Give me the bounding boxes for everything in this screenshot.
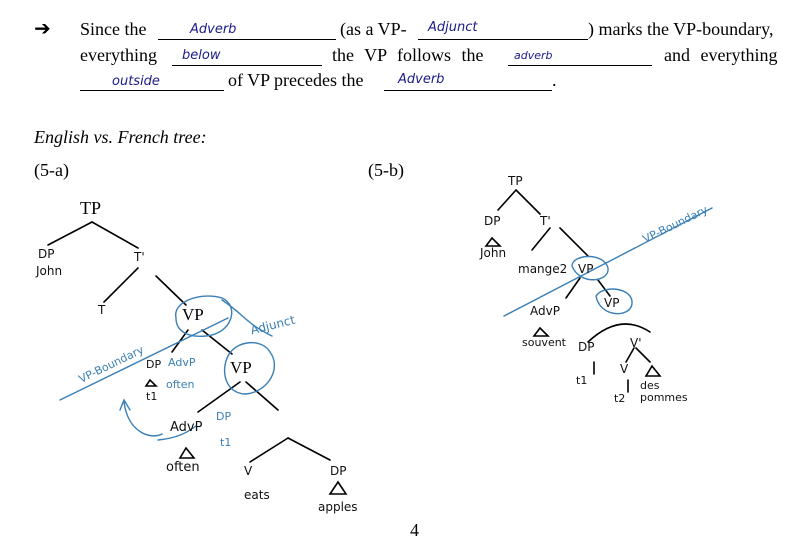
tree-b-dp: DP [484,214,501,228]
tree-a-eats: eats [244,488,270,502]
tree-b-v: V [620,362,629,376]
tree-a-john: John [36,264,63,278]
tree-b-mange: mange2 [518,262,568,276]
tree-a-advp: AdvP [170,420,203,435]
tree-a-dp: DP [38,247,55,261]
tree-a-dp-copy: DP [216,410,232,423]
tree-a-vp2: VP [230,358,252,377]
tree-a-often: often [166,460,200,475]
tree-a-tbar: T' [134,250,145,264]
tree-a-dp-trace: DP [146,358,162,371]
tree-b-vbar: V' [630,336,642,350]
tree-b-tbar: T' [540,214,551,228]
blank-6-handwriting: Adverb [398,72,445,87]
tree-a-often-moved: often [166,378,195,391]
tree-b-advp: AdvP [530,304,560,318]
blank-5-handwriting: outside [112,74,160,89]
tree-a-tp: TP [80,198,102,218]
tree-a-v: V [244,464,253,478]
blank-3-handwriting: below [182,48,221,63]
arrow-bullet-icon: ➔ [34,18,51,40]
tree-b-tp: TP [508,174,523,188]
line2-text-a: everything [80,45,157,65]
tree-b-john: John [480,246,507,260]
blank-2 [418,19,588,40]
blank-4 [508,45,652,66]
tree-a-apples: apples [318,500,358,514]
blank-1-handwriting: Adverb [190,22,237,37]
tree-a-vp1: VP [182,305,204,324]
line1-text-c: ) marks the VP-boundary, [588,19,774,39]
tree-b-trace1: t1 [576,374,588,387]
blank-1 [158,19,336,40]
blank-6 [384,70,552,91]
tree-b-trace2: t2 [614,392,626,405]
line3-text-b: . [552,70,557,90]
line2-text-c: and everything [664,45,778,65]
tree-b-vp2: VP [604,296,620,310]
blank-4-handwriting: adverb [514,49,553,62]
line1-text-b: (as a VP- [340,19,407,39]
tree-b-label: (5-b) [368,160,404,180]
tree-b-pommes: des pommes [640,379,688,404]
tree-a-advp-moved: AdvP [168,356,196,369]
tree-b-vp1: VP [578,262,594,276]
tree-b-souvent: souvent [522,336,566,349]
line1-text-a: Since the [80,19,147,39]
tree-a-t: T [98,303,106,317]
tree-a-dp-obj: DP [330,464,347,478]
blank-5 [80,70,224,91]
blank-2-handwriting: Adjunct [428,20,478,35]
line2-text-b: the VP follows the [332,45,484,65]
tree-a-label: (5-a) [34,160,69,180]
blank-3 [172,45,322,66]
tree-a-trace-copy: t1 [220,436,232,449]
tree-b-dp-subj: DP [578,340,595,354]
page-number: 4 [410,520,419,540]
line3-text-a: of VP precedes the [228,70,364,90]
tree-a-trace1: t1 [146,390,158,403]
section-title: English vs. French tree: [34,127,207,147]
